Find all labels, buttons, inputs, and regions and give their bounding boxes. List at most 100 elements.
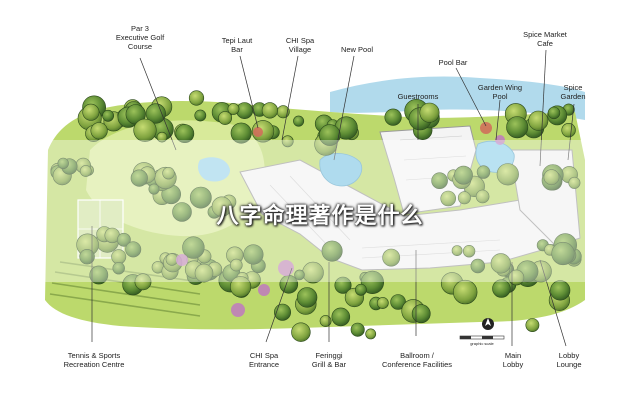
tree (189, 186, 212, 209)
tree (508, 269, 525, 286)
tree-canopy-group (50, 90, 582, 342)
label-spice-market-cafe: Spice Market Cafe (523, 30, 567, 48)
tree (293, 115, 305, 127)
tree (454, 165, 473, 185)
label-new-pool: New Pool (340, 45, 374, 54)
label-tepi-laut-bar: Tepi Laut Bar (221, 36, 253, 54)
tree (188, 90, 205, 106)
tree (291, 322, 311, 342)
tree (525, 318, 540, 332)
leader-lines (91, 49, 575, 347)
label-guestrooms: Guestrooms (397, 92, 439, 101)
tree (543, 169, 560, 186)
label-tennis-sports: Tennis & Sports Recreation Centre (63, 351, 125, 369)
tree (102, 109, 114, 122)
tree (528, 110, 549, 131)
tree (376, 297, 389, 309)
label-chi-spa-village: CHI Spa Village (285, 36, 315, 54)
tree (561, 122, 576, 138)
tree (294, 269, 305, 281)
tree (89, 265, 109, 285)
tree (419, 102, 440, 123)
tree (227, 103, 240, 115)
tree (475, 189, 490, 204)
tree (334, 276, 352, 294)
overlay-title: 八字命理著作是什么 (216, 204, 424, 229)
scale-caption: graphic scale (470, 341, 494, 346)
tree (462, 245, 476, 258)
tree (281, 135, 294, 148)
tree (411, 304, 431, 324)
label-chi-spa-entrance: CHI Spa Entrance (248, 351, 280, 369)
tree (230, 276, 252, 298)
label-garden-wing-pool: Garden Wing Pool (477, 83, 523, 101)
tree (568, 176, 581, 189)
tree (90, 122, 108, 140)
overlay-banner (0, 140, 640, 282)
label-spice-garden: Spice Garden (560, 83, 586, 101)
tree (134, 273, 152, 291)
tree (130, 169, 148, 187)
tree (162, 167, 175, 180)
tree (261, 102, 279, 119)
new-pool (319, 153, 363, 187)
tree (112, 262, 125, 275)
tree (451, 245, 463, 256)
tree (218, 111, 232, 125)
tree (318, 124, 341, 146)
tree (145, 103, 166, 124)
label-par3-golf: Par 3 Executive Golf Course (115, 24, 165, 51)
tree (506, 116, 529, 139)
tree (194, 263, 214, 283)
label-feringgi-grill: Feringgi Grill & Bar (311, 351, 347, 369)
tree (182, 236, 205, 259)
tree (490, 253, 511, 274)
tree (321, 240, 343, 262)
tree (470, 258, 485, 274)
tree (384, 108, 402, 126)
tree (82, 103, 100, 121)
label-main-lobby: Main Lobby (502, 351, 524, 369)
tree (243, 244, 264, 265)
tree (230, 258, 243, 272)
tree (496, 163, 519, 186)
tree (211, 196, 232, 217)
tree (331, 307, 351, 327)
tree (440, 190, 457, 207)
flower-beds (176, 122, 505, 317)
tree (382, 248, 401, 267)
tree (550, 280, 571, 301)
label-ballroom: Ballroom / Conference Facilities (381, 351, 453, 369)
tree (350, 322, 365, 337)
tree (319, 315, 332, 327)
label-pool-bar: Pool Bar (438, 58, 468, 67)
tree (547, 106, 561, 120)
label-lobby-lounge: Lobby Lounge (556, 351, 582, 369)
tree (453, 279, 478, 305)
tree (230, 122, 252, 144)
tree (354, 283, 367, 296)
tree (365, 328, 377, 340)
tree (296, 287, 318, 308)
tree (172, 202, 192, 222)
tree (431, 172, 448, 189)
tree (492, 279, 511, 298)
tree (125, 241, 142, 258)
scale-bar (459, 335, 505, 340)
tree (156, 131, 168, 143)
tree (551, 241, 575, 266)
tree (79, 165, 92, 177)
tree (175, 124, 195, 144)
tree (117, 232, 131, 247)
tree (457, 191, 471, 205)
tree (194, 109, 207, 122)
tree (273, 303, 291, 321)
tree (476, 165, 491, 179)
tree (360, 270, 385, 295)
tree (57, 157, 69, 170)
tree (148, 183, 160, 195)
tree (79, 249, 95, 265)
tree (133, 118, 157, 142)
north-arrow-icon (482, 318, 494, 330)
